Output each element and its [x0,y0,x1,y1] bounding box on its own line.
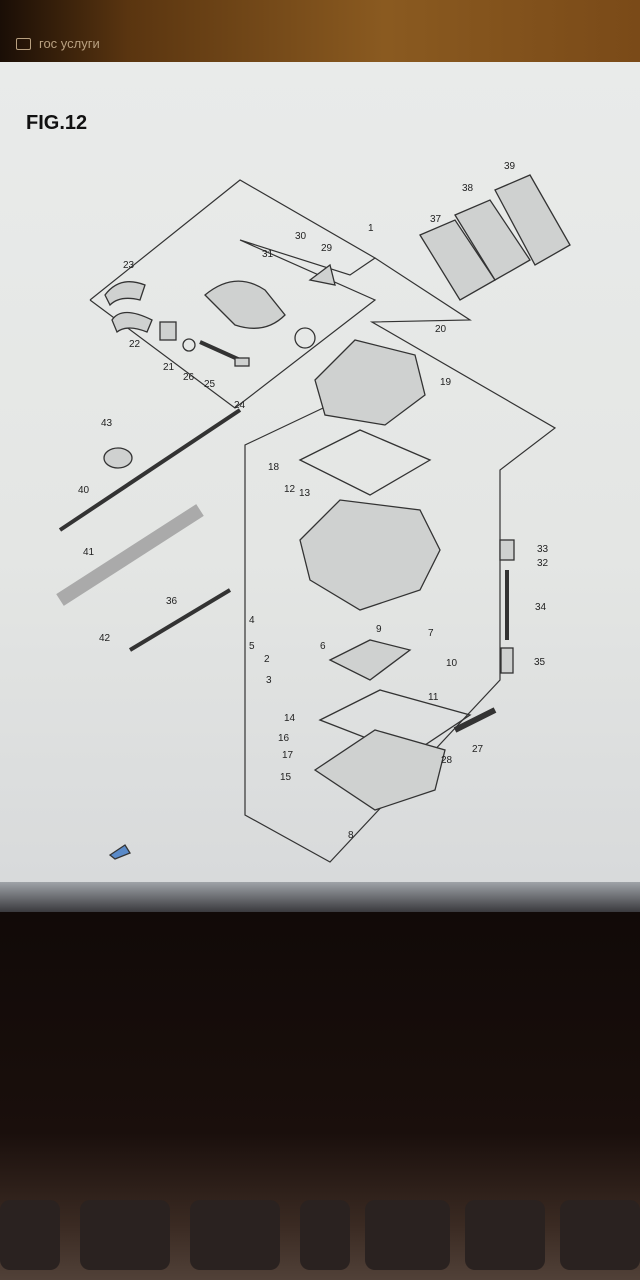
label-35: 35 [534,657,546,668]
label-39: 39 [504,161,516,172]
label-28: 28 [441,755,453,766]
label-43: 43 [101,418,113,429]
label-42: 42 [99,633,111,644]
gasket-38 [454,199,531,281]
bolt-36 [128,588,232,652]
keyboard-key [465,1200,545,1270]
label-5: 5 [249,641,255,652]
label-10: 10 [446,658,458,669]
shaft-40 [58,408,242,532]
assembly-outline [89,179,557,863]
label-26: 26 [183,372,195,383]
o-ring-26 [182,338,196,352]
label-40: 40 [78,485,90,496]
cover-19 [314,339,426,426]
needle-24 [234,357,250,367]
label-29: 29 [321,243,333,254]
label-31: 31 [262,249,274,260]
pin-27 [453,707,497,733]
label-38: 38 [462,183,474,194]
valve-31 [204,280,286,329]
label-25: 25 [204,379,216,390]
cap-33 [499,539,515,561]
label-4: 4 [249,615,255,626]
label-20: 20 [435,324,447,335]
label-21: 21 [163,362,175,373]
float-6 [328,639,412,681]
keyboard-key [190,1200,280,1270]
label-17: 17 [282,750,294,761]
label-36: 36 [166,596,178,607]
keyboard-key [80,1200,170,1270]
spring-35 [500,647,514,674]
tube-41 [56,504,204,606]
label-27: 27 [472,744,484,755]
carb-body [299,499,441,611]
keyboard-key [0,1200,60,1270]
parts-drawings [56,174,571,860]
label-34: 34 [535,602,547,613]
label-24: 24 [234,400,246,411]
label-37: 37 [430,214,442,225]
hose-23 [104,281,146,307]
spring-25 [199,340,241,362]
label-6: 6 [320,641,326,652]
browser-bookmarks-bar: гос услуги [0,0,640,62]
label-9: 9 [376,624,382,635]
label-8: 8 [348,830,354,841]
label-41: 41 [83,547,95,558]
label-7: 7 [428,628,434,639]
label-2: 2 [264,654,270,665]
part-number-labels: 1 2 3 4 5 6 7 8 9 10 11 12 13 14 15 16 1… [78,161,549,841]
keyboard-key [300,1200,350,1270]
bracket-29 [308,263,336,286]
figure-title: FIG.12 [26,112,88,134]
gasket-39 [494,174,571,266]
gasket-18 [298,429,432,496]
label-22: 22 [129,339,141,350]
fitting-21 [159,321,177,341]
label-19: 19 [440,377,452,388]
label-15: 15 [280,772,292,783]
label-12: 12 [284,484,296,495]
folder-icon [16,37,31,50]
label-3: 3 [266,675,272,686]
o-ring [294,327,316,349]
bookmark-gosuslugi[interactable]: гос услуги [16,36,100,51]
label-30: 30 [295,231,307,242]
label-14: 14 [284,713,296,724]
label-1: 1 [368,223,374,234]
bookmark-label: гос услуги [39,36,100,51]
cursor-icon [108,844,131,860]
keyboard-key [560,1200,640,1270]
label-32: 32 [537,558,549,569]
label-16: 16 [278,733,290,744]
label-23: 23 [123,260,135,271]
keyboard-key [365,1200,450,1270]
label-33: 33 [537,544,549,555]
label-18: 18 [268,462,280,473]
hose-22 [111,311,153,334]
screen-bezel [0,882,640,912]
bowl-15 [313,729,446,811]
label-13: 13 [299,488,311,499]
cap-43 [103,447,133,469]
label-11: 11 [428,692,439,703]
